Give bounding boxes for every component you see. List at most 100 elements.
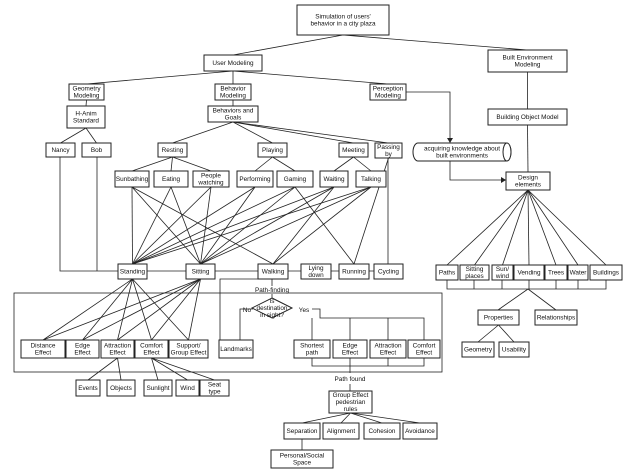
node-sitting: Sitting bbox=[185, 263, 216, 280]
node-label: Sunbathing bbox=[116, 176, 149, 183]
node-box bbox=[218, 339, 254, 359]
node-usability: Usability bbox=[498, 341, 530, 358]
node-label: Events bbox=[78, 385, 98, 392]
design-merge bbox=[446, 280, 607, 311]
node-box bbox=[319, 170, 349, 188]
path-found-label: Path found bbox=[335, 376, 366, 383]
edge-design-paths bbox=[446, 189, 529, 266]
edge-group-alignment bbox=[340, 412, 351, 424]
node-label: Running bbox=[342, 269, 366, 276]
node-label: Water bbox=[570, 270, 588, 277]
node-box bbox=[283, 422, 321, 440]
node-box bbox=[65, 339, 100, 359]
node-box bbox=[322, 422, 360, 440]
edge-performing-standing bbox=[132, 186, 256, 265]
edge-people-sitting bbox=[200, 186, 212, 265]
node-label: Simulation of users'behavior in a city p… bbox=[310, 14, 375, 28]
edge-sunbathing-sitting bbox=[131, 186, 201, 265]
node-box bbox=[199, 379, 230, 397]
edge-sunbathing-walking bbox=[131, 186, 274, 265]
no-branch bbox=[239, 308, 253, 340]
edge-talking-sitting bbox=[200, 186, 372, 265]
edge-bag-resting bbox=[172, 121, 234, 144]
node-eating: Eating bbox=[153, 170, 189, 188]
node-label: Performing bbox=[239, 176, 271, 183]
node-label: Sitting bbox=[192, 269, 210, 276]
edge-gaming-sitting bbox=[200, 186, 296, 265]
edge-properties-geometry bbox=[477, 324, 499, 343]
node-box bbox=[20, 339, 66, 359]
edge-people-standing bbox=[132, 186, 212, 265]
node-label: Usability bbox=[502, 347, 527, 354]
node-box bbox=[338, 263, 370, 280]
node-box bbox=[106, 379, 136, 397]
node-paths: Paths bbox=[435, 264, 459, 281]
node-box bbox=[338, 142, 369, 158]
node-box bbox=[214, 83, 252, 101]
edge-bag-passing bbox=[232, 121, 389, 144]
node-box bbox=[487, 108, 568, 126]
no-label: No bbox=[243, 307, 252, 314]
edge-sitting-attr1 bbox=[117, 278, 201, 341]
node-separation: Separation bbox=[283, 422, 321, 440]
node-box bbox=[402, 422, 438, 440]
edge-eating-sitting bbox=[170, 186, 201, 265]
node-landmarks: Landmarks bbox=[218, 339, 254, 359]
node-box bbox=[66, 105, 106, 129]
node-cycling: Cycling bbox=[373, 263, 404, 280]
edge-user-percep bbox=[232, 70, 389, 85]
connector-lines bbox=[42, 34, 607, 450]
edge-comf1-wind bbox=[151, 357, 188, 381]
edge-sitting-distance bbox=[42, 278, 201, 341]
node-box bbox=[134, 339, 169, 359]
node-bob: Bob bbox=[81, 142, 112, 158]
nancy-to-standing bbox=[59, 157, 118, 272]
edge-standing-support bbox=[132, 278, 189, 341]
edge-sunbathing-standing bbox=[131, 186, 133, 265]
acquiring-to-design bbox=[449, 161, 506, 181]
edge-gaming-running bbox=[294, 186, 355, 265]
edge-bag-meeting bbox=[232, 121, 354, 144]
edge-hanim-nancy bbox=[60, 127, 87, 144]
node-events: Events bbox=[75, 379, 101, 397]
node-box bbox=[355, 170, 387, 188]
node-box bbox=[300, 263, 332, 280]
perception-to-acquiring bbox=[406, 91, 451, 140]
node-box bbox=[407, 339, 441, 359]
node-label: Alignment bbox=[327, 428, 356, 435]
node-box bbox=[477, 309, 520, 326]
yes-label: Yes bbox=[299, 307, 309, 314]
node-trees: Trees bbox=[544, 264, 568, 281]
node-box bbox=[487, 49, 568, 73]
edge-talking-standing bbox=[132, 186, 372, 265]
edge-gaming-standing bbox=[132, 186, 296, 265]
edge-root-user bbox=[232, 34, 344, 56]
node-relationships: Relationships bbox=[534, 309, 578, 326]
edge-properties-usability bbox=[498, 324, 515, 343]
node-cohesion: Cohesion bbox=[363, 422, 401, 440]
node-box bbox=[534, 309, 578, 326]
node-box bbox=[332, 339, 368, 359]
node-label: Relationships bbox=[537, 315, 575, 322]
edge-waiting-standing bbox=[132, 186, 335, 265]
node-talking: Talking bbox=[355, 170, 387, 188]
node-box bbox=[207, 105, 259, 123]
node-label: Properties bbox=[484, 315, 513, 322]
node-root: Simulation of users'behavior in a city p… bbox=[296, 4, 390, 36]
node-box bbox=[369, 339, 407, 359]
path-merge bbox=[311, 358, 425, 367]
